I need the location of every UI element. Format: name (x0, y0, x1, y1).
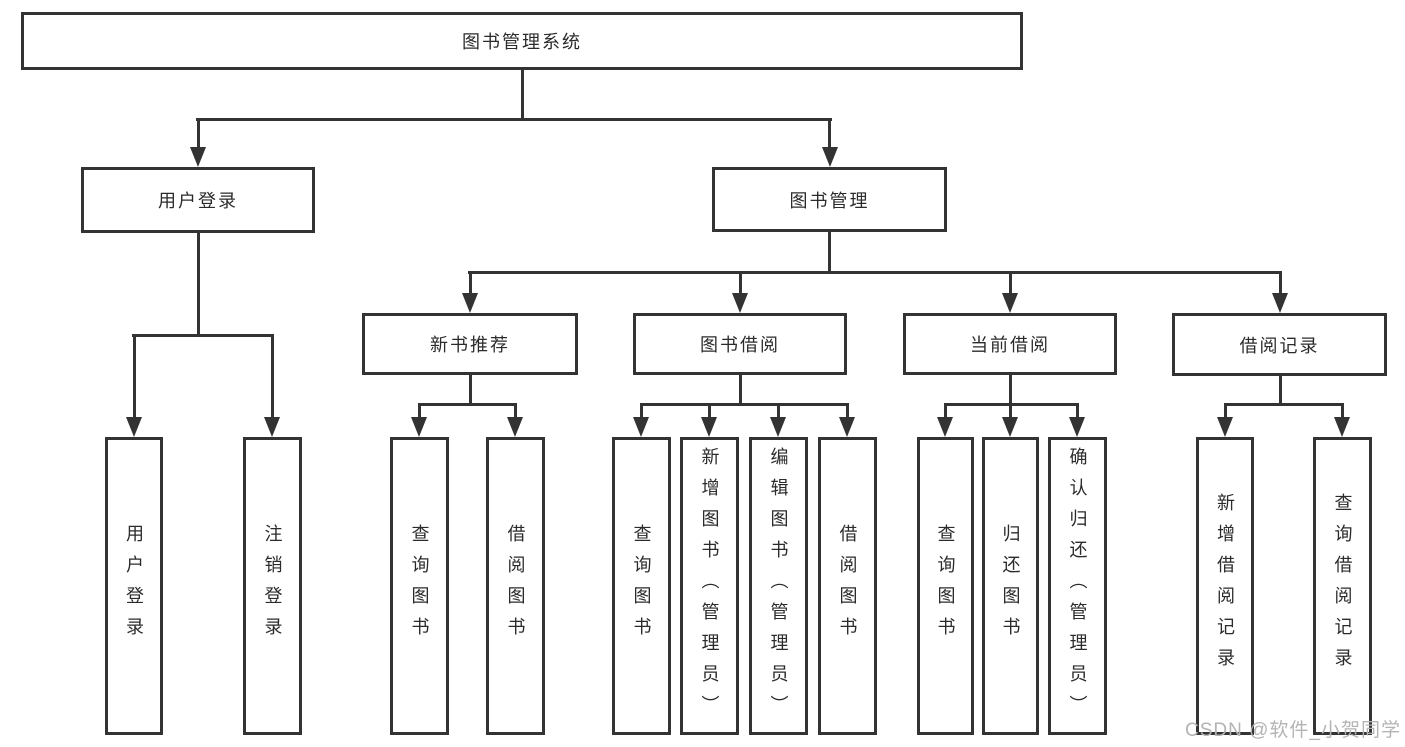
connector-line (133, 336, 136, 418)
leaf-add-books-admin: 新增图书（管理员） (680, 437, 739, 735)
leaf-borrow-books: 借阅图书 (818, 437, 877, 735)
connector-line (514, 405, 517, 418)
node-borrow-records: 借阅记录 (1172, 313, 1387, 376)
connector-line (708, 405, 711, 418)
connector-line (418, 405, 421, 418)
connector-line (468, 271, 1282, 274)
leaf-logout: 注销登录 (243, 437, 302, 735)
connector-line (1279, 376, 1282, 405)
arrow-down-icon (507, 417, 523, 437)
node-label: 当前借阅 (970, 335, 1050, 355)
connector-line (197, 232, 200, 336)
node-label: 借阅图书 (837, 524, 858, 648)
arrow-down-icon (126, 417, 142, 437)
node-label: 注销登录 (262, 524, 283, 648)
arrow-down-icon (937, 417, 953, 437)
leaf-user-login: 用户登录 (105, 437, 163, 735)
arrow-down-icon (1217, 417, 1233, 437)
arrow-down-icon (770, 417, 786, 437)
connector-line (944, 403, 1079, 406)
connector-line (828, 120, 831, 148)
arrow-down-icon (1002, 293, 1018, 313)
leaf-query-borrow-record: 查询借阅记录 (1313, 437, 1372, 735)
connector-line (1076, 405, 1079, 418)
connector-line (271, 336, 274, 418)
node-label: 查询图书 (631, 524, 652, 648)
node-label: 查询图书 (409, 524, 430, 648)
connector-line (1279, 273, 1282, 294)
node-book-borrow: 图书借阅 (633, 313, 847, 375)
node-label: 编辑图书（管理员） (768, 446, 789, 726)
connector-line (132, 334, 274, 337)
node-user-login: 用户登录 (81, 167, 315, 233)
connector-line (197, 120, 200, 148)
arrow-down-icon (462, 293, 478, 313)
leaf-current-query-books: 查询图书 (917, 437, 974, 735)
arrow-down-icon (822, 147, 838, 167)
arrow-down-icon (839, 417, 855, 437)
connector-line (1224, 403, 1344, 406)
arrow-down-icon (701, 417, 717, 437)
connector-line (1009, 273, 1012, 294)
node-label: 查询图书 (935, 524, 956, 648)
leaf-edit-books-admin: 编辑图书（管理员） (749, 437, 808, 735)
arrow-down-icon (1069, 417, 1085, 437)
node-root-system: 图书管理系统 (21, 12, 1023, 70)
connector-line (1009, 405, 1012, 418)
connector-line (640, 405, 643, 418)
connector-line (640, 403, 849, 406)
connector-line (1224, 405, 1227, 418)
csdn-watermark: CSDN @软件_小贺同学 (1185, 720, 1401, 741)
leaf-recommend-query-books: 查询图书 (390, 437, 449, 735)
arrow-down-icon (264, 417, 280, 437)
leaf-return-books: 归还图书 (982, 437, 1039, 735)
leaf-borrow-query-books: 查询图书 (612, 437, 671, 735)
node-label: 新增图书（管理员） (699, 446, 720, 726)
node-label: 用户登录 (158, 191, 238, 211)
arrow-down-icon (190, 147, 206, 167)
node-label: 图书管理系统 (462, 32, 582, 52)
node-label: 用户登录 (124, 524, 144, 648)
arrow-down-icon (1272, 293, 1288, 313)
node-label: 图书管理 (789, 190, 870, 211)
connector-line (777, 405, 780, 418)
arrow-down-icon (411, 417, 427, 437)
node-book-management: 图书管理 (712, 167, 947, 232)
node-label: 确认归还（管理员） (1067, 446, 1088, 726)
leaf-confirm-return-admin: 确认归还（管理员） (1048, 437, 1107, 735)
node-label: 查询借阅记录 (1332, 493, 1353, 679)
connector-line (828, 232, 831, 274)
connector-line (739, 273, 742, 294)
connector-line (418, 403, 517, 406)
connector-line (469, 273, 472, 294)
arrow-down-icon (633, 417, 649, 437)
leaf-add-borrow-record: 新增借阅记录 (1196, 437, 1254, 735)
connector-line (1009, 375, 1012, 405)
node-label: 归还图书 (1000, 524, 1021, 648)
connector-line (1341, 405, 1344, 418)
connector-line (846, 405, 849, 418)
node-current-borrow: 当前借阅 (903, 313, 1117, 375)
node-label: 借阅图书 (505, 524, 526, 648)
arrow-down-icon (1002, 417, 1018, 437)
arrow-down-icon (732, 293, 748, 313)
connector-line (944, 405, 947, 418)
arrow-down-icon (1334, 417, 1350, 437)
node-label: 借阅记录 (1239, 335, 1320, 356)
connector-line (521, 70, 524, 120)
connector-line (196, 118, 832, 121)
node-new-book-recommend: 新书推荐 (362, 313, 578, 375)
node-label: 图书借阅 (700, 335, 780, 355)
node-label: 新增借阅记录 (1215, 493, 1235, 679)
leaf-recommend-borrow-books: 借阅图书 (486, 437, 545, 735)
connector-line (739, 375, 742, 405)
node-label: 新书推荐 (430, 335, 510, 355)
connector-line (469, 375, 472, 405)
